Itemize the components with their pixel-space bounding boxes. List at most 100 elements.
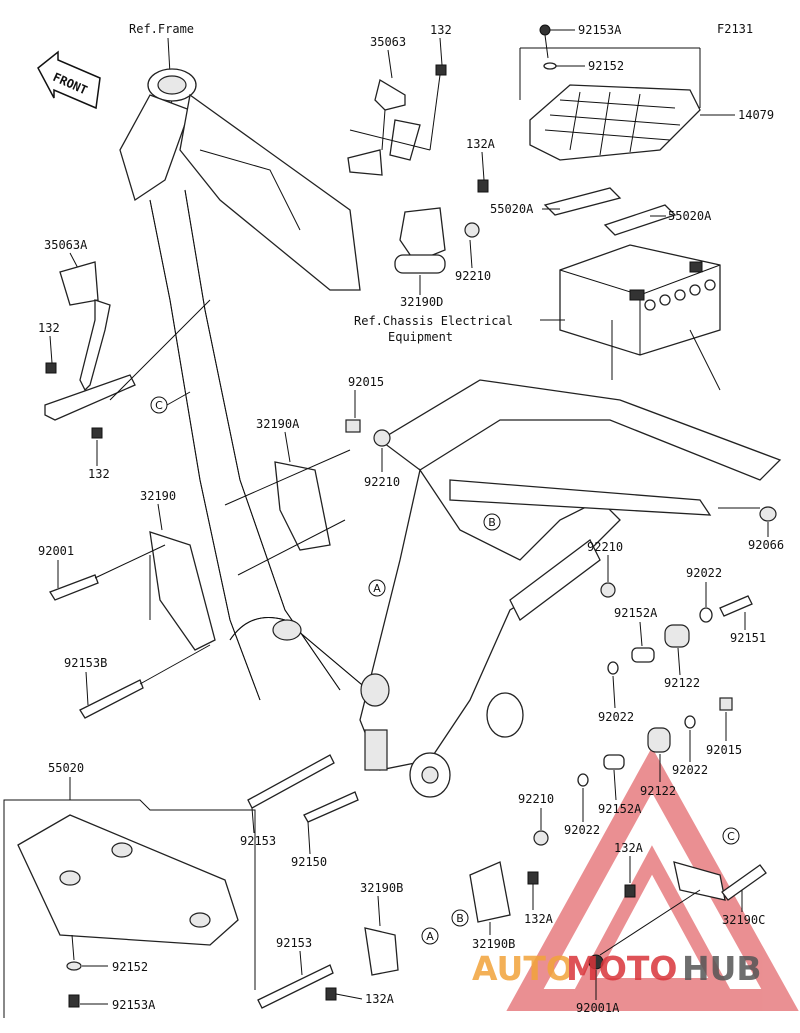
washer-92022-a [699,607,713,623]
label-35063A: 35063A [44,238,88,252]
bracket-32190B-a [469,861,511,923]
svg-text:B: B [456,912,464,925]
label-132-top: 132 [430,23,452,37]
label-92152A-b: 92152A [598,802,642,816]
label-32190D: 32190D [400,295,443,309]
bolt-92153-b [257,964,334,1009]
washer-92022-c [684,715,696,729]
label-92152-bot: 92152 [112,960,148,974]
label-55020: 55020 [48,761,84,775]
bolt-32190C [721,864,767,901]
label-92151: 92151 [730,631,766,645]
battery [559,244,721,356]
label-92022-a: 92022 [686,566,722,580]
svg-text:C: C [727,830,735,843]
label-32190B-b: 32190B [472,937,515,951]
washer-92022-d [577,773,589,787]
label-92001A: 92001A [576,1001,620,1015]
label-92210-d: 92210 [518,792,554,806]
label-132A-bot: 132A [365,992,395,1006]
bracket-32190D [394,207,446,274]
callout-a-lower: A [421,927,439,945]
washer-92152-top [543,62,557,70]
bracket-32190C-plate [673,861,726,901]
pad-55020A-left [543,187,622,216]
svg-text:HUB: HUB [682,949,762,988]
label-92122-b: 92122 [640,784,676,798]
label-132A-top: 132A [466,137,496,151]
cap-92066 [759,506,777,522]
watermark-text: AUTO MOTO HUB [472,949,762,988]
svg-text:B: B [488,516,496,529]
label-92210-a: 92210 [455,269,491,283]
bolt-92153A-top [539,24,551,36]
bolt-92153A-bot [68,994,80,1008]
label-55020A-right: 55020A [668,209,712,223]
label-14079: 14079 [738,108,774,122]
callout-b-lower: B [451,909,469,927]
nut-92015-b [719,697,733,711]
collar-92152A-b [603,754,625,770]
bolt-92153B [79,679,144,719]
bracket-32190B-b [364,927,399,976]
nut-92210-c [600,582,616,598]
label-92153-a: 92153 [240,834,276,848]
bolt-92001 [49,574,99,601]
label-92150: 92150 [291,855,327,869]
label-92153A-top: 92153A [578,23,622,37]
main-frame [119,68,782,798]
callout-c-lower: C [722,827,740,845]
bolt-132A-top [477,179,489,193]
nut-92210-b [373,429,391,447]
nut-92210-d [533,830,549,846]
bolt-92151 [719,595,753,617]
bolt-132A-bot [325,987,337,1001]
svg-text:AUTO: AUTO [472,949,574,988]
bracket-32190A [274,461,331,551]
label-32190: 32190 [140,489,176,503]
label-92152A-a: 92152A [614,606,658,620]
label-92152-top: 92152 [588,59,624,73]
svg-text:A: A [426,930,434,943]
ref-chassis-label-line2: Equipment [388,330,453,344]
label-32190B-a: 32190B [360,881,403,895]
bracket-32190 [149,531,216,651]
bolt-92001A [588,954,604,970]
pad-55020A-right [603,204,677,236]
bracket-35063A [44,261,136,421]
bolt-132A-b [624,884,636,898]
callout-c-left: C [150,396,168,414]
bolt-132A-a [527,871,539,885]
label-92001: 92001 [38,544,74,558]
callout-b-upper: B [483,513,501,531]
label-92153B: 92153B [64,656,107,670]
washer-92152-bot [66,961,82,971]
bolt-132-left2 [91,427,103,439]
label-132-left2: 132 [88,467,110,481]
callout-a-upper: A [368,579,386,597]
label-92022-d: 92022 [564,823,600,837]
label-55020A-left: 55020A [490,202,534,216]
part-35063-bracket [347,78,421,176]
label-92153A-bot: 92153A [112,998,156,1012]
svg-text:A: A [373,582,381,595]
ref-frame-label: Ref.Frame [129,22,194,36]
bolt-132-left1 [45,362,57,374]
label-132-left1: 132 [38,321,60,335]
nut-92015-a [345,419,361,433]
label-92210-c: 92210 [587,540,623,554]
label-92153-b: 92153 [276,936,312,950]
svg-text:C: C [155,399,163,412]
bolt-92153-a [247,754,335,809]
label-92015-b: 92015 [706,743,742,757]
svg-text:MOTO: MOTO [566,949,677,988]
label-92015-a: 92015 [348,375,384,389]
figure-code: F2131 [717,22,753,36]
label-92066: 92066 [748,538,784,552]
label-92122-a: 92122 [664,676,700,690]
ref-chassis-label-line1: Ref.Chassis Electrical [354,314,513,328]
bolt-132-top [435,64,447,76]
washer-92022-b [607,661,619,675]
label-92022-c: 92022 [672,763,708,777]
